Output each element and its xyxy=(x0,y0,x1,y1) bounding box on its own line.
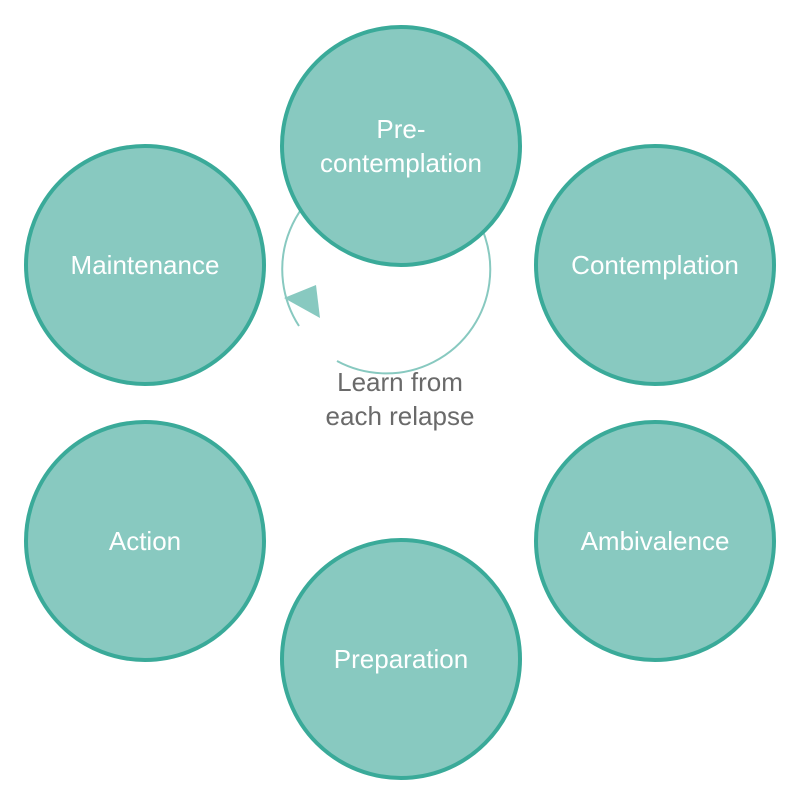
stage-label-line: contemplation xyxy=(320,148,482,178)
stage-preparation: Preparation xyxy=(280,538,522,780)
stage-ambivalence: Ambivalence xyxy=(534,420,776,662)
stage-contemplation: Contemplation xyxy=(534,144,776,386)
stage-label-contemplation: Contemplation xyxy=(571,250,739,280)
stage-label-maintenance: Maintenance xyxy=(70,250,220,280)
stage-maintenance: Maintenance xyxy=(24,144,266,386)
stage-label-preparation: Preparation xyxy=(333,644,469,674)
center-caption-line: Learn from xyxy=(337,367,463,397)
stage-label-line: Pre- xyxy=(376,114,426,144)
stage-label-action: Action xyxy=(108,526,182,556)
stage-label-precontemplation: Pre- contemplation xyxy=(320,112,482,180)
stage-label-ambivalence: Ambivalence xyxy=(580,526,730,556)
stage-action: Action xyxy=(24,420,266,662)
center-caption-line: each relapse xyxy=(325,401,475,431)
stage-precontemplation: Pre- contemplation xyxy=(280,25,522,267)
center-caption: Learn from each relapse xyxy=(300,365,500,433)
arrow-head-icon xyxy=(284,285,320,318)
